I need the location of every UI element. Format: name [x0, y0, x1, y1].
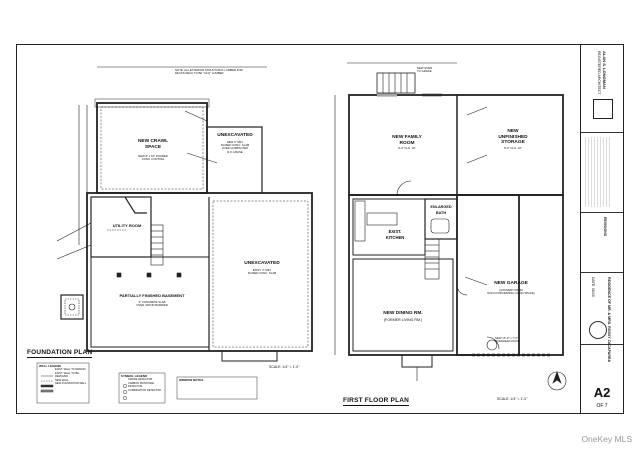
wall-legend-item: EXIST. WALL TO BE REMOVED	[55, 371, 79, 379]
foundation-plan-title: FOUNDATION PLAN	[27, 349, 93, 358]
garage-label: NEW GARAGE	[494, 281, 528, 286]
symbol-legend-item: CARBON MONOXIDE DETECTOR	[128, 381, 154, 389]
plan-linework	[36, 62, 567, 404]
family-room-ceiling: 9'-0" CLG. HT.	[398, 146, 416, 150]
wall-legend-item: NEW WALL	[55, 378, 69, 382]
unexcavated-top-label: UNEXCAVATED	[217, 133, 253, 138]
sheet-date: DATE: 08/20	[591, 277, 595, 297]
dining-label: NEW DINING RM.	[383, 311, 423, 316]
architect-title: REGISTERED ARCHITECT	[597, 51, 601, 95]
architect-logo-icon	[593, 99, 613, 119]
first-floor-plan-title: FIRST FLOOR PLAN	[343, 397, 410, 406]
notes-cell	[581, 133, 623, 213]
sheet-number-cell: A2 OF 7	[581, 345, 623, 415]
unexcavated-bottom-label: UNEXCAVATED	[244, 261, 280, 266]
architect-cell: ALAN S. LONGMAN REGISTERED ARCHITECT	[581, 45, 623, 133]
wall-legend-title: WALL LEGEND	[39, 364, 61, 368]
foundation-top-note: NOTE: ALL EXTERIOR STRUCTURAL LUMBER FOR…	[175, 68, 243, 76]
wall-legend-item: EXIST. WALL TO REMAIN	[55, 368, 86, 372]
window-notes: WINDOW NOTES	[179, 378, 255, 382]
window-notes-title: WINDOW NOTES	[179, 378, 204, 382]
revisions-label: REVISIONS	[603, 217, 607, 237]
drawing-area: NOTE: ALL EXTERIOR STRUCTURAL LUMBER FOR…	[17, 45, 583, 413]
symbol-legend: SYMBOL LEGEND SMOKE DETECTOR CARBON MONO…	[121, 374, 165, 392]
family-room-label: NEW FAMILY ROOM	[392, 135, 422, 146]
watermark: OneKey MLS	[581, 434, 632, 444]
wall-legend-item: NEW FOUNDATION WALL	[55, 382, 87, 386]
sheet-total: OF 7	[596, 403, 608, 409]
drawing-sheet: NOTE: ALL EXTERIOR STRUCTURAL LUMBER FOR…	[16, 44, 624, 414]
crawl-space-label: NEW CRAWL SPACE	[137, 139, 169, 150]
wall-legend: WALL LEGEND EXIST. WALL TO REMAIN EXIST.…	[39, 364, 89, 386]
revisions-cell: REVISIONS	[581, 213, 623, 273]
kitchen-label: EXIST. KITCHEN	[385, 229, 405, 240]
foundation-plan-scale: SCALE: 1/4" = 1'-0"	[269, 365, 300, 369]
storage-ceiling: 8'-0" CLG. HT.	[504, 146, 522, 150]
utility-room-label: UTILITY ROOM	[112, 223, 142, 228]
overhead-door-note: NEW 16'-0" x 7'-0" OVERHEAD DOOR	[495, 336, 520, 344]
north-arrow-icon	[547, 371, 567, 391]
sheet-number: A2	[593, 385, 611, 400]
project-cell: RESIDENCE OF MR. & MRS. ROSSY ZACAPARRA …	[581, 273, 623, 362]
title-block: ALAN S. LONGMAN REGISTERED ARCHITECT REV…	[580, 45, 623, 413]
symbol-legend-title: SYMBOL LEGEND	[121, 374, 148, 378]
architect-name: ALAN S. LONGMAN	[602, 51, 607, 89]
architect-seal-icon	[589, 321, 607, 339]
basement-note: 4" CONCRETE SLAB OVER VAPOR BARRIER	[136, 300, 168, 308]
symbol-legend-item: COMBINATION DETECTOR	[128, 388, 162, 392]
dining-note: (FORMER LIVING RM.)	[383, 318, 423, 322]
symbol-legend-item: SMOKE DETECTOR	[128, 378, 153, 382]
bath-label: ENLARGED BATH	[430, 205, 452, 215]
basement-label: PARTIALLY FINISHED BASEMENT	[119, 293, 185, 298]
crawl-space-note: NEW 8" x 16" POURED CONC. FOOTING	[138, 154, 168, 162]
storage-label: NEW UNFINISHED STORAGE	[498, 129, 528, 145]
first-floor-plan-scale: SCALE: 1/4" = 1'-0"	[497, 397, 528, 401]
garage-note: (CONVERT FROM NON-CONFORMING LIVING SPAC…	[487, 288, 535, 296]
unexcavated-top-note: NEW 4" MIN. RAISED CONC. SLAB OVER COMPA…	[220, 140, 250, 154]
unexcavated-bottom-note: EXIST. 4" MIN. RAISED CONC. SLAB	[247, 268, 277, 276]
stair-note: NEW STAIR TO GRADE	[417, 66, 433, 74]
